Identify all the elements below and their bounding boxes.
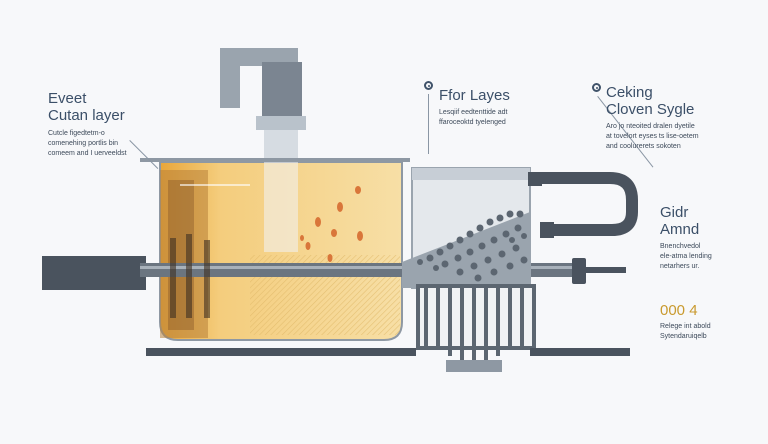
annotation-cloven-sygle: Ceking Cloven Sygle Aro jo nteoited dral… — [606, 84, 699, 152]
annotation-title: Ffor Layes — [439, 87, 510, 104]
annotation-cutan-layer: Eveet Cutan layer Cutcle figedtetm-o com… — [48, 90, 127, 159]
annotation-title-line2: Amnd — [660, 221, 700, 238]
annotation-title-line2: Cutan layer — [48, 107, 125, 124]
settling-tank — [159, 161, 403, 341]
annotation-body-line2: comenehing portlis bin — [48, 140, 119, 147]
annotation-body-line1: Aro jo nteoited dralen dyetile — [606, 123, 695, 130]
annotation-title-line1: Eveet — [48, 90, 87, 107]
annotation-body-line3: and coolurerets sokoten — [606, 143, 681, 150]
annotation-title: 000 4 — [660, 302, 698, 319]
base-pipe-left — [146, 348, 416, 356]
annotation-body-line1: Lesqiif eedtenttide adt — [439, 109, 508, 116]
annotation-body-line1: Bnenchvedol — [660, 243, 701, 250]
marker-ring-center — [424, 81, 433, 90]
annotation-gidr-amnd: Gidr Amnd Bnenchvedol ele-atma lending n… — [660, 204, 712, 272]
tank-rim — [140, 158, 410, 162]
marker-ring-right — [592, 83, 601, 92]
annotation-body-line2: ele-atma lending — [660, 253, 712, 260]
droplets — [300, 186, 363, 262]
annotation-title-line2: Cloven Sygle — [606, 101, 695, 118]
gravel-bed — [417, 210, 528, 282]
outlet-pipe — [528, 172, 638, 238]
leader-line-center — [428, 94, 429, 154]
annotation-title-line1: Gidr — [660, 204, 689, 221]
annotation-body-line1: Relege int abold — [660, 323, 711, 330]
annotation-000-4: 000 4 Relege int abold Sytendaruiqelb — [660, 302, 711, 342]
annotation-filter-layers: Ffor Layes Lesqiif eedtenttide adt ffaro… — [439, 87, 510, 128]
inlet-pipe — [220, 48, 306, 170]
annotation-body-line2: ffaroceoktd tyelenged — [439, 119, 506, 126]
base-pipe-right — [530, 348, 630, 356]
annotation-body-line3: comeem and I uerveeldst — [48, 150, 127, 157]
filter-chamber — [402, 167, 531, 289]
annotation-body-line2: Sytendaruiqelb — [660, 333, 707, 340]
annotation-body-line2: at tovelort eyses ts lise-oetem — [606, 133, 699, 140]
annotation-body-line3: netarhers ur. — [660, 263, 700, 270]
drain-grid — [416, 284, 536, 372]
annotation-title-line1: Ceking — [606, 84, 653, 101]
annotation-body-line1: Cutcle figedtetm-o — [48, 130, 105, 137]
